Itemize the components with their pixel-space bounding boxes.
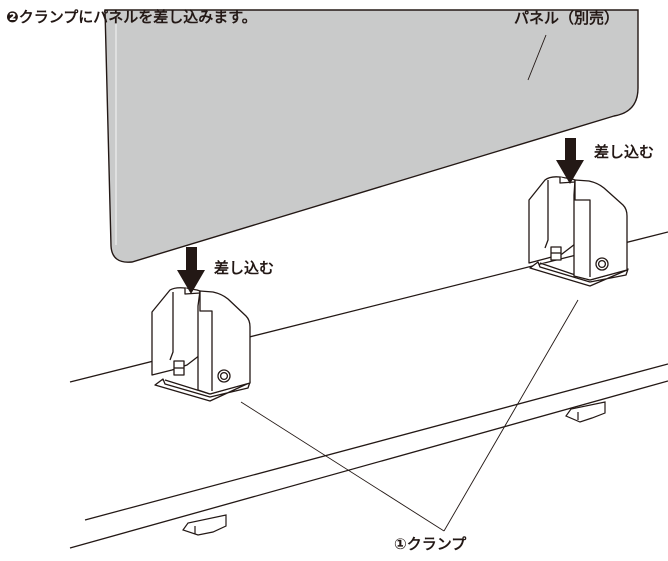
step-text: クランプにパネルを差し込みます。 [18, 8, 257, 26]
insert-arrow-right-icon [556, 138, 584, 184]
insert-label-right: 差し込む [594, 143, 655, 161]
panel [104, 9, 639, 263]
clamp-right [528, 176, 629, 287]
step-marker: ❷ [6, 8, 19, 26]
panel-label: パネル（別売） [514, 9, 620, 27]
clamp-label: ①クランプ [394, 535, 467, 553]
step-title: ❷クランプにパネルを差し込みます。 [6, 10, 257, 25]
desk-front-edge-bottom [69, 380, 668, 549]
clamp-leader-lines [240, 299, 579, 532]
insert-label-left: 差し込む [214, 259, 275, 277]
desk-support-left [182, 514, 227, 536]
insert-arrow-left-icon [177, 247, 205, 294]
clamp-left [151, 287, 251, 402]
panel-leader-line [527, 34, 547, 81]
desk-front-edge-top [84, 363, 668, 521]
desk-support-right [565, 401, 606, 423]
